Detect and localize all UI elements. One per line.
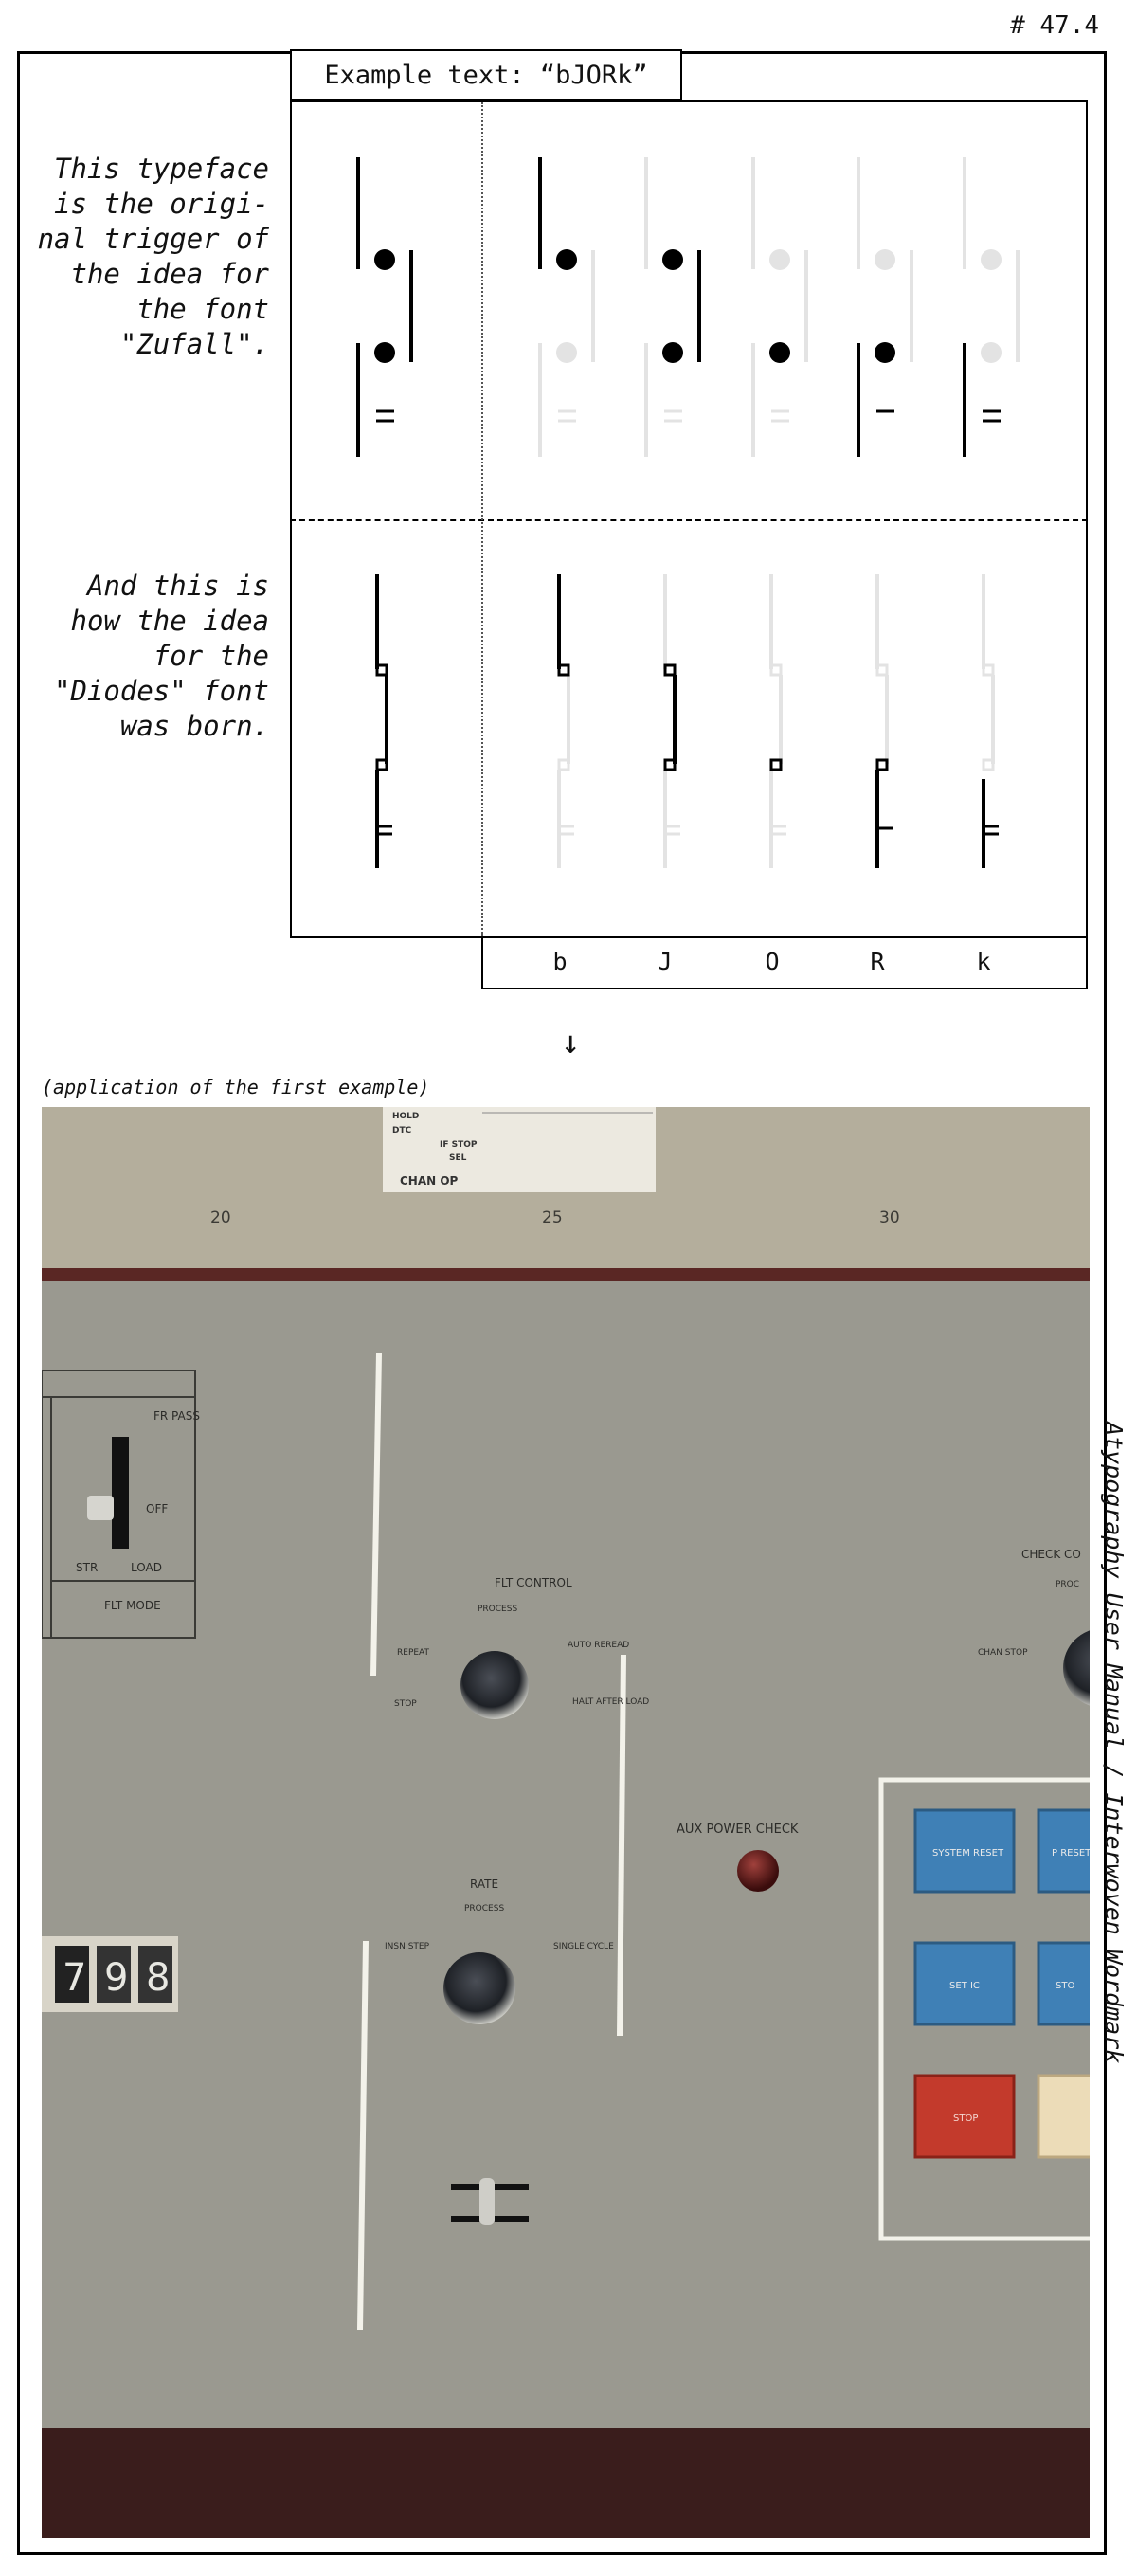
knob-title: RATE [470,1878,498,1891]
letter-label-strip [481,936,1088,989]
diodes-letter-r [875,574,893,868]
diodes-letter-b [557,574,574,868]
svg-text:AUTO REREAD: AUTO REREAD [568,1641,629,1650]
desc-line: the idea for [70,258,269,290]
flt-mode-bottom-left: STR [76,1561,98,1574]
column-divider [481,102,483,936]
chart-row: SEL [449,1153,467,1163]
page-number: # 47.4 [1010,11,1099,40]
desc-line: nal trigger of [37,223,269,255]
chart-row: CHAN OP [400,1174,459,1188]
desc-line: for the [153,640,269,672]
zufall-description: This typeface is the origi- nal trigger … [13,152,269,362]
photo-caption: (application of the first example) [42,1076,430,1098]
desc-line: was born. [119,710,269,742]
lever-switch [451,2178,529,2225]
diodes-description: And this is how the idea for the "Diodes… [13,569,269,744]
chart-row: IF STOP [440,1140,478,1150]
aux-power-check-lamp: AUX POWER CHECK [677,1823,799,1892]
svg-text:STOP: STOP [394,1699,417,1709]
flt-mode-top: FR PASS [153,1409,200,1423]
button-panel: SYSTEM RESET P RESET SET IC STO STOP [878,1777,1090,2241]
knob-title: FLT CONTROL [495,1576,572,1589]
diodes-combined-glyph [375,574,392,868]
button-label: P RESET [1052,1848,1090,1859]
scale-number: 25 [542,1208,563,1227]
svg-text:PROCESS: PROCESS [464,1904,504,1914]
button-label: SYSTEM RESET [932,1848,1004,1859]
letter-label-b: b [552,948,568,975]
scale-number: 20 [210,1208,231,1227]
chart-row: HOLD [392,1112,419,1121]
button-label: STOP [953,2113,978,2124]
svg-text:INSN STEP: INSN STEP [385,1942,430,1951]
diodes-letter-j [663,574,680,868]
flt-mode-title: FLT MODE [104,1599,161,1612]
diodes-letter-k [982,574,999,868]
flt-mode-bottom-right: LOAD [131,1561,162,1574]
svg-text:8: 8 [146,1956,170,2000]
zufall-letter-k [963,157,1020,457]
console-panel-photo: HOLD DTC IF STOP SEL CHAN OP 20 25 30 FR… [42,1107,1090,2538]
diodes-letter-o [769,574,786,868]
button-label: STO [1056,1981,1074,1991]
desc-line: "Diodes" font [54,675,269,707]
rate-knob: RATE PROCESS INSN STEP SINGLE CYCLE [385,1878,614,2024]
svg-text:HALT AFTER LOAD: HALT AFTER LOAD [572,1697,649,1707]
flt-mode-right: OFF [146,1502,168,1515]
zufall-letter-o [751,157,808,457]
svg-text:CHECK CO: CHECK CO [1021,1548,1081,1561]
letter-label-r: R [870,948,885,975]
letter-label-j: J [658,948,673,975]
zufall-letter-r [857,157,913,457]
console-panel-illustration: HOLD DTC IF STOP SEL CHAN OP 20 25 30 FR… [42,1107,1090,2538]
zufall-letter-j [644,157,701,457]
instruction-card: HOLD DTC IF STOP SEL CHAN OP [383,1107,656,1192]
svg-text:AUX POWER CHECK: AUX POWER CHECK [677,1823,799,1837]
desc-line: the font [136,293,269,325]
desc-line: how the idea [70,605,269,637]
svg-text:SINGLE CYCLE: SINGLE CYCLE [553,1942,614,1951]
flt-mode-switch: FR PASS OFF STR LOAD FLT MODE [42,1370,200,1639]
svg-text:CHAN STOP: CHAN STOP [978,1648,1028,1658]
counter-display: 7 9 8 [42,1936,178,2012]
chart-row: DTC [392,1126,412,1135]
side-title: Atypography User Manual / Interwoven Wor… [1100,1422,1128,2064]
svg-text:PROC: PROC [1056,1580,1079,1589]
flt-control-knob: FLT CONTROL PROCESS REPEAT AUTO REREAD S… [394,1576,649,1719]
desc-line: And this is [86,570,269,602]
svg-text:9: 9 [104,1956,128,2000]
zufall-combined-glyph [356,157,413,457]
svg-text:REPEAT: REPEAT [397,1648,430,1658]
svg-text:7: 7 [63,1956,86,2000]
scale-number: 30 [879,1208,900,1227]
row-divider [290,519,1088,521]
button-label: SET IC [949,1981,980,1991]
glyph-illustrations [356,157,1020,868]
example-text-tab: Example text: “bJORk” [290,49,682,100]
zufall-letter-b [538,157,595,457]
svg-text:PROCESS: PROCESS [478,1605,517,1614]
letter-label-k: k [976,948,991,975]
down-arrow-icon: ↓ [561,1024,581,1061]
letter-label-o: O [765,948,780,975]
desc-line: This typeface [54,153,269,185]
desc-line: "Zufall". [119,328,269,360]
desc-line: is the origi- [54,188,269,220]
check-control-knob: CHECK CO PROC CHAN STOP [978,1548,1090,1706]
